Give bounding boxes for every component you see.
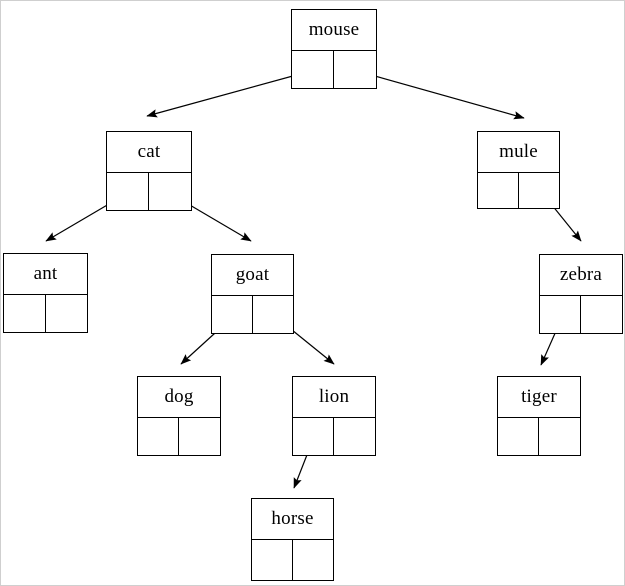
right-pointer-cell-tiger[interactable] xyxy=(539,418,580,455)
node-label-cat: cat xyxy=(107,132,191,173)
left-pointer-cell-goat[interactable] xyxy=(212,296,253,333)
node-label-horse: horse xyxy=(252,499,333,540)
node-pointers-tiger xyxy=(498,418,580,455)
node-pointers-zebra xyxy=(540,296,622,333)
node-pointers-mule xyxy=(478,173,559,208)
node-pointers-cat xyxy=(107,173,191,210)
tree-node-tiger[interactable]: tiger xyxy=(497,376,581,456)
right-pointer-cell-mouse[interactable] xyxy=(334,51,376,88)
node-pointers-ant xyxy=(4,295,87,332)
left-pointer-cell-zebra[interactable] xyxy=(540,296,581,333)
right-pointer-cell-ant[interactable] xyxy=(46,295,88,332)
right-pointer-cell-cat[interactable] xyxy=(149,173,191,210)
node-pointers-goat xyxy=(212,296,293,333)
left-pointer-cell-dog[interactable] xyxy=(138,418,179,455)
right-pointer-cell-horse[interactable] xyxy=(293,540,334,580)
right-pointer-cell-lion[interactable] xyxy=(334,418,375,455)
right-pointer-cell-goat[interactable] xyxy=(253,296,294,333)
left-pointer-cell-mouse[interactable] xyxy=(292,51,334,88)
tree-node-cat[interactable]: cat xyxy=(106,131,192,211)
node-label-dog: dog xyxy=(138,377,220,418)
tree-node-mouse[interactable]: mouse xyxy=(291,9,377,89)
edge-mouse-right-to-mule xyxy=(356,70,525,120)
right-pointer-cell-mule[interactable] xyxy=(519,173,560,208)
tree-node-mule[interactable]: mule xyxy=(477,131,560,209)
left-pointer-cell-ant[interactable] xyxy=(4,295,46,332)
left-pointer-cell-horse[interactable] xyxy=(252,540,293,580)
node-label-mouse: mouse xyxy=(292,10,376,51)
left-pointer-cell-cat[interactable] xyxy=(107,173,149,210)
tree-node-goat[interactable]: goat xyxy=(211,254,294,334)
node-label-zebra: zebra xyxy=(540,255,622,296)
node-pointers-horse xyxy=(252,540,333,580)
node-label-tiger: tiger xyxy=(498,377,580,418)
node-label-goat: goat xyxy=(212,255,293,296)
node-label-mule: mule xyxy=(478,132,559,173)
node-pointers-dog xyxy=(138,418,220,455)
tree-node-horse[interactable]: horse xyxy=(251,498,334,581)
node-pointers-lion xyxy=(293,418,375,455)
node-label-ant: ant xyxy=(4,254,87,295)
tree-node-ant[interactable]: ant xyxy=(3,253,88,333)
tree-node-lion[interactable]: lion xyxy=(292,376,376,456)
left-pointer-cell-lion[interactable] xyxy=(293,418,334,455)
tree-node-zebra[interactable]: zebra xyxy=(539,254,623,334)
left-pointer-cell-mule[interactable] xyxy=(478,173,519,208)
node-label-lion: lion xyxy=(293,377,375,418)
node-pointers-mouse xyxy=(292,51,376,88)
right-pointer-cell-zebra[interactable] xyxy=(581,296,622,333)
right-pointer-cell-dog[interactable] xyxy=(179,418,220,455)
edge-mouse-left-to-cat xyxy=(146,70,312,118)
tree-node-dog[interactable]: dog xyxy=(137,376,221,456)
left-pointer-cell-tiger[interactable] xyxy=(498,418,539,455)
